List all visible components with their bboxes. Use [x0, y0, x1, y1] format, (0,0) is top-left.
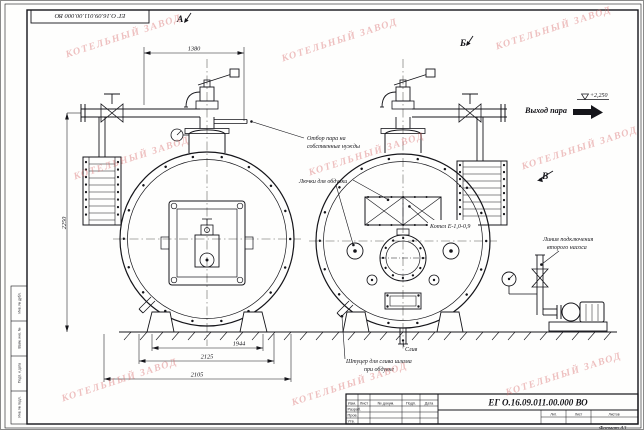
dim-left-height: 2250	[61, 216, 68, 229]
tb-col-data: Дата	[425, 401, 434, 405]
pump-motor	[561, 301, 605, 323]
tb-list-label: Лист	[575, 412, 583, 416]
dim-bottom-inner: 1944	[233, 341, 246, 348]
annotation-blow-hatches: Лючки для обдувки	[298, 178, 347, 185]
level-mark-flag	[580, 93, 590, 101]
safety-valve-front	[184, 68, 240, 110]
dimensions: 1380 2250 1944 2125 2105	[61, 46, 292, 382]
ground-hatching	[119, 331, 617, 341]
view-label-v: В	[541, 172, 548, 182]
drawing-frame: ЕГ О.16.09.011.00.000 ВО Инв. № подл. По…	[4, 3, 642, 429]
tb-listov-label: Листов	[608, 412, 619, 416]
margin-label-podp-data: Подп. и дата	[18, 363, 22, 383]
annotation-sludge-1: Штуцер для слива шлама	[345, 358, 412, 365]
dim-bottom-mid: 2125	[201, 354, 214, 361]
tb-col-doc: № докум.	[378, 401, 395, 405]
tb-row-razrab: Разраб.	[348, 408, 362, 412]
margin-boxes	[10, 285, 28, 425]
margin-label-vzam-inv: Взам. инв. №	[18, 327, 22, 348]
steam-pipe-right	[412, 93, 507, 123]
safety-valve-rear	[380, 68, 436, 110]
title-block: Изм. Лист № докум. Подп. Дата Разраб. Пр…	[345, 393, 639, 430]
annotation-own-needs-1: Отбор пара на	[307, 135, 346, 142]
corner-stamp-box	[30, 9, 150, 24]
boiler-front-view	[80, 68, 295, 333]
blowdown-louvers	[364, 196, 442, 226]
view-label-a: А	[176, 15, 183, 25]
annotation-sludge-2: при обдувке	[364, 366, 394, 373]
economizer-left	[82, 117, 122, 226]
manhole	[379, 228, 427, 282]
corner-stamp-text: ЕГ О.16.09.011.00.000 ВО	[54, 12, 126, 19]
annotation-steam-outlet: Выход пара	[524, 106, 567, 115]
view-label-b: Б	[459, 39, 466, 49]
annotation-drain: Слив	[405, 347, 418, 353]
annotations: Отбор пара на собственные нужды Лючки дл…	[176, 12, 609, 373]
margin-label-inv-dubl: Инв. № дубл.	[18, 292, 22, 313]
tb-row-prov: Пров.	[348, 414, 358, 418]
steam-pipe-left	[80, 93, 200, 123]
pressure-gauge-front	[170, 128, 189, 142]
annotation-level-mark: +2,250	[590, 93, 608, 99]
tb-row-utv: Утв.	[348, 420, 355, 424]
annotation-own-needs-2: собственные нужды	[307, 143, 360, 150]
drain-pipe	[398, 328, 408, 345]
pressure-gauge-pump	[501, 271, 537, 295]
feed-pump-unit	[501, 254, 608, 332]
tb-lit-label: Лит.	[550, 412, 556, 416]
boiler-rear-view	[315, 68, 508, 345]
centerlines	[113, 59, 497, 351]
tb-col-list: Лист	[360, 401, 369, 405]
dim-bottom-outer: 2105	[191, 372, 204, 379]
tb-col-izm: Изм.	[348, 401, 356, 405]
tb-col-podp: Подп.	[406, 401, 416, 405]
tb-doc-number: ЕГ О.16.09.011.00.000 ВО	[487, 398, 588, 408]
annotation-pump-line-2: второго насоса	[547, 245, 587, 251]
economizer-right	[456, 117, 508, 226]
annotation-boiler-model: Котел Е-1,0-0,9	[429, 224, 470, 230]
format-label: Формат А3	[599, 426, 627, 430]
annotation-pump-line-1: Линия подключения	[542, 236, 593, 243]
front-flange-bolts	[122, 154, 292, 324]
dim-top-width: 1380	[188, 46, 201, 53]
margin-label-inv-podl: Инв. № подл.	[18, 396, 22, 417]
rear-flange-bolts	[318, 156, 488, 326]
steam-outlet-arrow	[573, 105, 603, 119]
